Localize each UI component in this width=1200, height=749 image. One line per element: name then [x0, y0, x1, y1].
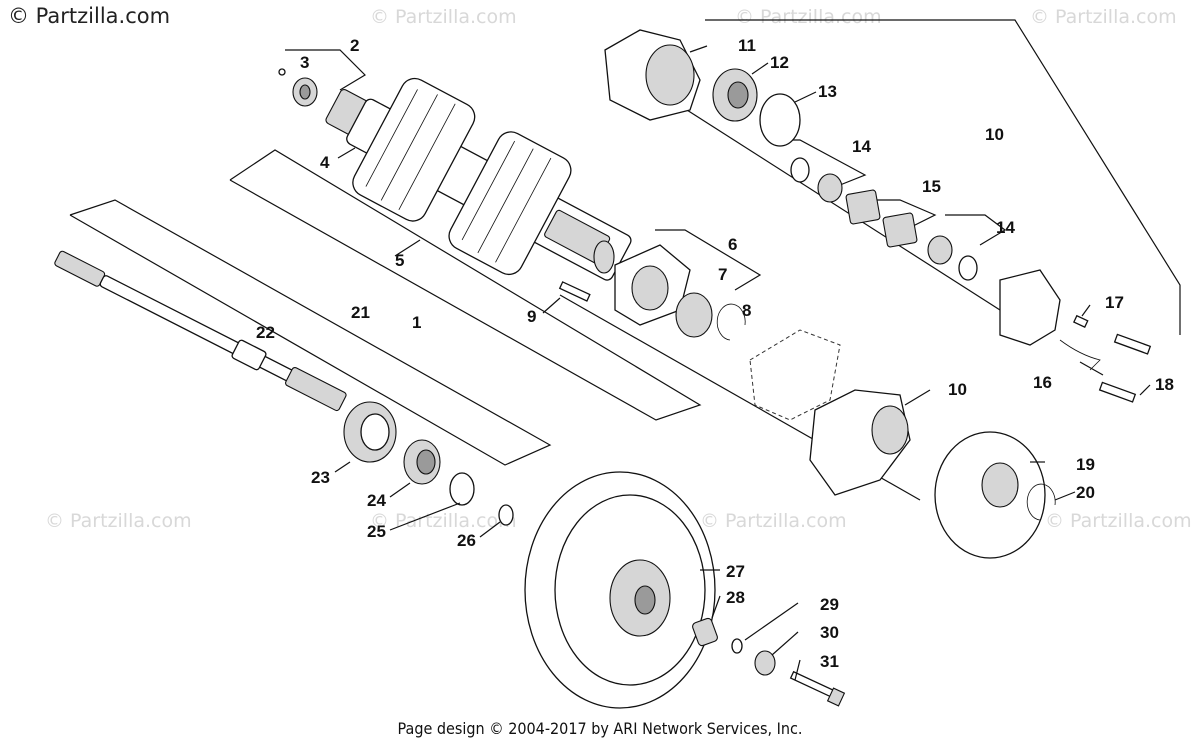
callout-8: 8 — [742, 301, 751, 320]
callout-21: 21 — [351, 303, 370, 322]
watermark-faint: © Partzilla.com — [370, 6, 517, 28]
o-ring-part-25 — [449, 472, 475, 506]
callout-6: 6 — [728, 235, 737, 254]
circlip-part-8 — [716, 303, 746, 341]
spacer-part-28 — [692, 617, 718, 647]
callout-12: 12 — [770, 53, 789, 72]
bolt-part-9 — [558, 281, 591, 302]
callout-14-lower: 14 — [996, 218, 1015, 237]
callout-23: 23 — [311, 468, 330, 487]
callout-28: 28 — [726, 588, 745, 607]
callout-19: 19 — [1076, 455, 1095, 474]
callout-27: 27 — [726, 562, 745, 581]
washer-part-30 — [754, 650, 776, 676]
copyright-footer: Page design © 2004-2017 by ARI Network S… — [397, 719, 803, 738]
brake-caliper-upper-part-10 — [604, 29, 701, 121]
watermark-faint: © Partzilla.com — [45, 510, 192, 532]
bearing-part-24 — [403, 439, 441, 485]
brake-disc-part-19 — [934, 431, 1046, 559]
seal-part-7 — [675, 292, 713, 338]
brake-caliper-middle-part-10 — [809, 389, 911, 496]
callout-10-upper: 10 — [985, 125, 1004, 144]
callout-17: 17 — [1105, 293, 1124, 312]
callout-leaders — [334, 45, 1151, 681]
brake-caliper-lower-half — [999, 269, 1061, 346]
brake-mount-plate-dashed — [749, 329, 841, 421]
bearing-part-3 — [278, 68, 318, 107]
watermark-faint: © Partzilla.com — [1030, 6, 1177, 28]
callout-10-middle: 10 — [948, 380, 967, 399]
callout-30: 30 — [820, 623, 839, 642]
circlip-part-20 — [1026, 483, 1056, 521]
callout-4: 4 — [320, 153, 330, 172]
callout-9: 9 — [527, 307, 536, 326]
callout-5: 5 — [395, 251, 404, 270]
callout-labels: 1 2 3 4 5 6 7 8 9 10 11 12 13 14 15 14 1… — [256, 36, 1174, 671]
callout-24: 24 — [367, 491, 386, 510]
driven-shaft-part-22 — [54, 250, 347, 412]
bolt-part-18a — [1113, 333, 1152, 355]
washer-part-29 — [731, 638, 743, 654]
callout-15: 15 — [922, 177, 941, 196]
callout-14-upper: 14 — [852, 137, 871, 156]
watermark-faint: © Partzilla.com — [370, 510, 517, 532]
watermark-faint: © Partzilla.com — [735, 6, 882, 28]
callout-1: 1 — [412, 313, 421, 332]
ring-part-14a — [790, 157, 810, 183]
callout-18: 18 — [1155, 375, 1174, 394]
callout-13: 13 — [818, 82, 837, 101]
callout-7: 7 — [718, 265, 727, 284]
ring-part-26 — [498, 504, 514, 526]
bolt-part-18b — [1098, 381, 1137, 403]
callout-3: 3 — [300, 53, 309, 72]
callout-29: 29 — [820, 595, 839, 614]
watermark-faint: © Partzilla.com — [1045, 510, 1192, 532]
callout-26: 26 — [457, 531, 476, 550]
callout-2: 2 — [350, 36, 359, 55]
brake-pad-part-15a — [845, 189, 881, 225]
driven-clutch-part-27 — [524, 471, 716, 709]
clip-part-16 — [1059, 339, 1101, 371]
callout-20: 20 — [1076, 483, 1095, 502]
bushing-part-14b — [927, 235, 953, 265]
bearing-part-12 — [712, 68, 758, 122]
callout-31: 31 — [820, 652, 839, 671]
callout-25: 25 — [367, 522, 386, 541]
brake-pad-part-15b — [882, 212, 918, 248]
callout-22: 22 — [256, 323, 275, 342]
callout-11: 11 — [738, 36, 756, 55]
o-ring-part-13 — [759, 93, 801, 147]
pin-part-17 — [1073, 314, 1089, 329]
watermark-primary: © Partzilla.com — [8, 4, 171, 28]
bearing-flange-part-6 — [614, 244, 691, 326]
ring-part-14b — [958, 255, 978, 281]
watermark-faint: © Partzilla.com — [700, 510, 847, 532]
callout-16: 16 — [1033, 373, 1052, 392]
bolt-part-31 — [789, 670, 846, 707]
bearing-housing-part-23 — [343, 401, 397, 463]
drive-sprocket-assembly — [325, 77, 632, 281]
bushing-part-14a — [817, 173, 843, 203]
